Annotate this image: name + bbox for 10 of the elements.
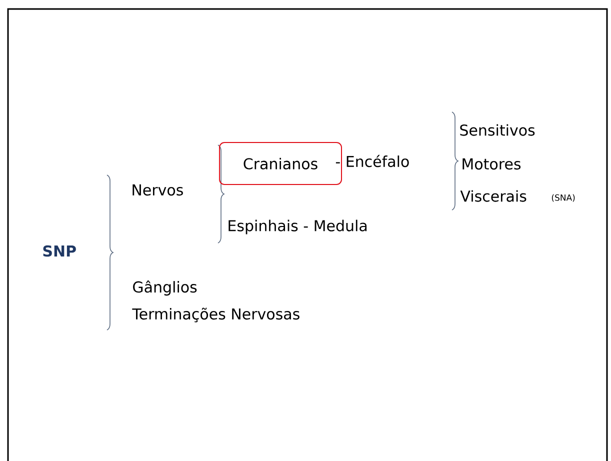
item-text: Gânglios	[133, 280, 197, 296]
item-text: Nervos	[132, 184, 183, 196]
item-text: Sensitivos	[460, 124, 535, 136]
item-text: - Encéfalo	[336, 154, 409, 168]
item-text: Viscerais	[460, 190, 526, 202]
item-text: Terminações Nervosas	[132, 308, 300, 322]
item-text: Motores	[462, 158, 521, 170]
item-text: Espinhais - Medula	[228, 220, 367, 234]
heading-text: SNP	[43, 245, 76, 257]
note-text: (SNA)	[552, 194, 575, 202]
